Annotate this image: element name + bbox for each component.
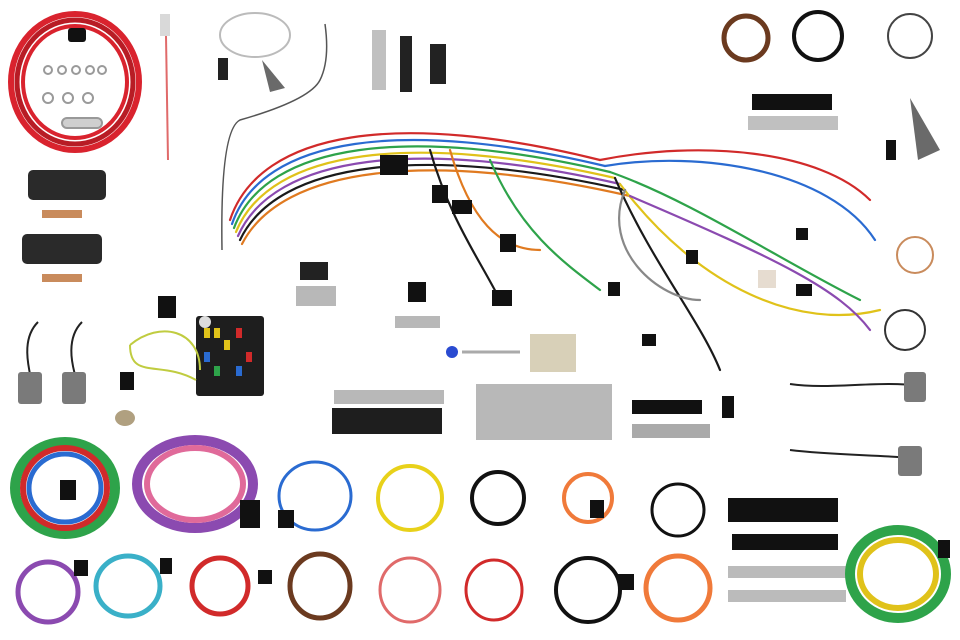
sockets-right [789,372,926,476]
coil-connectors [60,480,950,590]
ring-terminals [42,65,107,129]
dome-light-socket [218,12,291,92]
bulb-sockets-left [18,321,86,404]
terminal-sets-mid [296,262,612,440]
headlight-switch [446,334,576,372]
flasher [115,372,135,426]
connectors-upper-right [748,94,940,351]
wire-coils [10,435,951,625]
mega-fuse-holders [22,170,106,282]
connector-housings-right [632,396,846,602]
harness-connectors [158,155,812,346]
ground-lead [129,330,201,381]
battery-cable-coil [8,11,142,153]
fuse-block [196,316,264,396]
ground-strap-coils [721,10,933,63]
main-dash-harness [228,132,882,372]
terminal-strip-top [372,30,446,92]
fusible-link [160,14,170,161]
lead-wire [221,23,328,251]
